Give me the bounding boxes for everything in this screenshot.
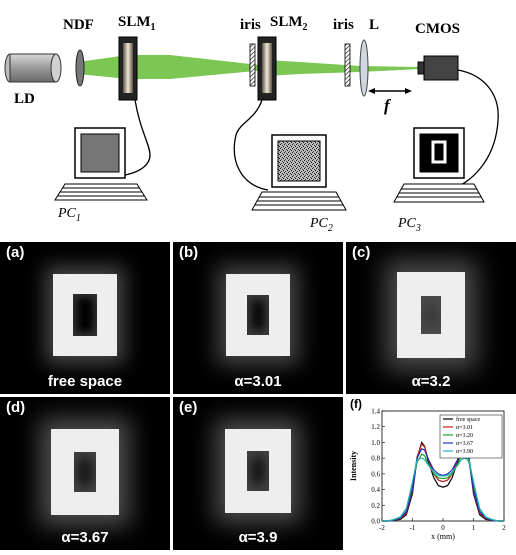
beam-profile-c: [397, 272, 465, 358]
y-tick-label: 1.0: [371, 439, 380, 447]
beam-profile-d: [51, 429, 119, 515]
slm2-label: SLM2: [270, 14, 308, 33]
beam-profile-e: [225, 429, 291, 513]
pc3-label: PC3: [398, 216, 421, 234]
pc2-icon: [251, 134, 347, 211]
beam-profile-b: [226, 274, 290, 356]
x-tick-label: -2: [379, 524, 385, 532]
panel-f: (f) 0.0 0.2 0.4 0.6 0.8 1.0 1.2 1.4 -2 -1 0 1 2 x (mm)…: [346, 397, 516, 550]
panel-caption: α=3.9: [238, 529, 278, 546]
y-axis-label: Intensity: [349, 451, 358, 481]
legend-entry: free space: [456, 416, 480, 423]
slm2-icon: [257, 36, 277, 101]
panel-tag: (f): [350, 397, 362, 411]
y-tick-label: 0.0: [371, 518, 380, 526]
pc3-icon: [393, 127, 485, 203]
y-tick-label: 1.2: [371, 423, 380, 431]
cable-slm1: [124, 99, 151, 176]
panel-caption: α=3.01: [234, 373, 282, 390]
pc1-icon: [54, 127, 148, 201]
slm1-label: SLM1: [118, 14, 156, 33]
iris1-icon: [249, 43, 256, 87]
series-line: [382, 457, 504, 522]
x-tick-label: 2: [502, 524, 506, 532]
ndf-filter-icon: [75, 49, 85, 87]
laser-beam: [78, 55, 265, 79]
cable-slm2: [233, 99, 269, 191]
y-tick-label: 0.4: [371, 486, 380, 494]
setup-drawing: [4, 36, 499, 211]
lens-label: L: [369, 17, 380, 33]
iris2-label: iris: [333, 17, 354, 33]
series-line: [382, 441, 504, 522]
laser-beam-2: [265, 60, 420, 76]
panel-b: (b) α=3.01: [173, 242, 343, 394]
y-tick-label: 0.6: [371, 470, 380, 478]
panel-e: (e) α=3.9: [173, 397, 343, 550]
optical-setup-diagram: LD NDF SLM1 iris SLM2 iris L CMOS f PC1 …: [0, 0, 516, 242]
iris1-label: iris: [240, 17, 261, 33]
intensity-chart: (f) 0.0 0.2 0.4 0.6 0.8 1.0 1.2 1.4 -2 -1 0 1 2 x (mm)…: [349, 397, 506, 541]
ld-label: LD: [14, 91, 35, 107]
slm1-icon: [118, 36, 138, 101]
panel-tag: (c): [352, 244, 371, 261]
y-tick-label: 1.4: [371, 408, 380, 416]
panel-tag: (e): [179, 399, 198, 416]
panel-caption: free space: [47, 373, 123, 390]
legend-entry: α=3.90: [456, 449, 473, 455]
legend-entry: α=3.20: [456, 433, 473, 439]
pc1-label: PC1: [58, 206, 81, 224]
cmos-camera-icon: [417, 55, 459, 81]
panel-a: (a) free space: [0, 242, 170, 394]
series-line: [382, 447, 504, 522]
beam-profile-a: [53, 274, 117, 356]
panel-d: (d) α=3.67: [0, 397, 170, 550]
legend-entry: α=3.01: [456, 425, 473, 431]
x-tick-label: 0: [441, 524, 445, 532]
y-tick-label: 0.8: [371, 455, 380, 463]
panel-caption: α=3.2: [411, 373, 451, 390]
panel-c: (c) α=3.2: [346, 242, 516, 394]
x-axis-label: x (mm): [431, 532, 455, 541]
cable-cmos: [447, 69, 499, 191]
panel-tag: (b): [179, 244, 199, 261]
focal-length-label: f: [384, 96, 390, 115]
x-tick-label: 1: [472, 524, 476, 532]
y-tick-label: 0.2: [371, 502, 380, 510]
legend-entry: α=3.67: [456, 441, 473, 447]
panel-caption: α=3.67: [61, 529, 109, 546]
panel-tag: (d): [6, 399, 26, 416]
x-tick-label: -1: [410, 524, 416, 532]
lens-icon: [359, 39, 369, 97]
pc2-label: PC2: [310, 216, 333, 234]
result-panels: (a) free space (b) α=3.01 (c) α=3.2 (d) …: [0, 242, 516, 550]
iris2-icon: [344, 43, 351, 87]
panel-tag: (a): [6, 244, 25, 261]
focal-arrow-icon: [368, 88, 412, 94]
ndf-label: NDF: [63, 17, 94, 33]
series-line: [382, 442, 504, 522]
laser-diode-icon: [4, 53, 62, 83]
cmos-label: CMOS: [415, 21, 460, 37]
